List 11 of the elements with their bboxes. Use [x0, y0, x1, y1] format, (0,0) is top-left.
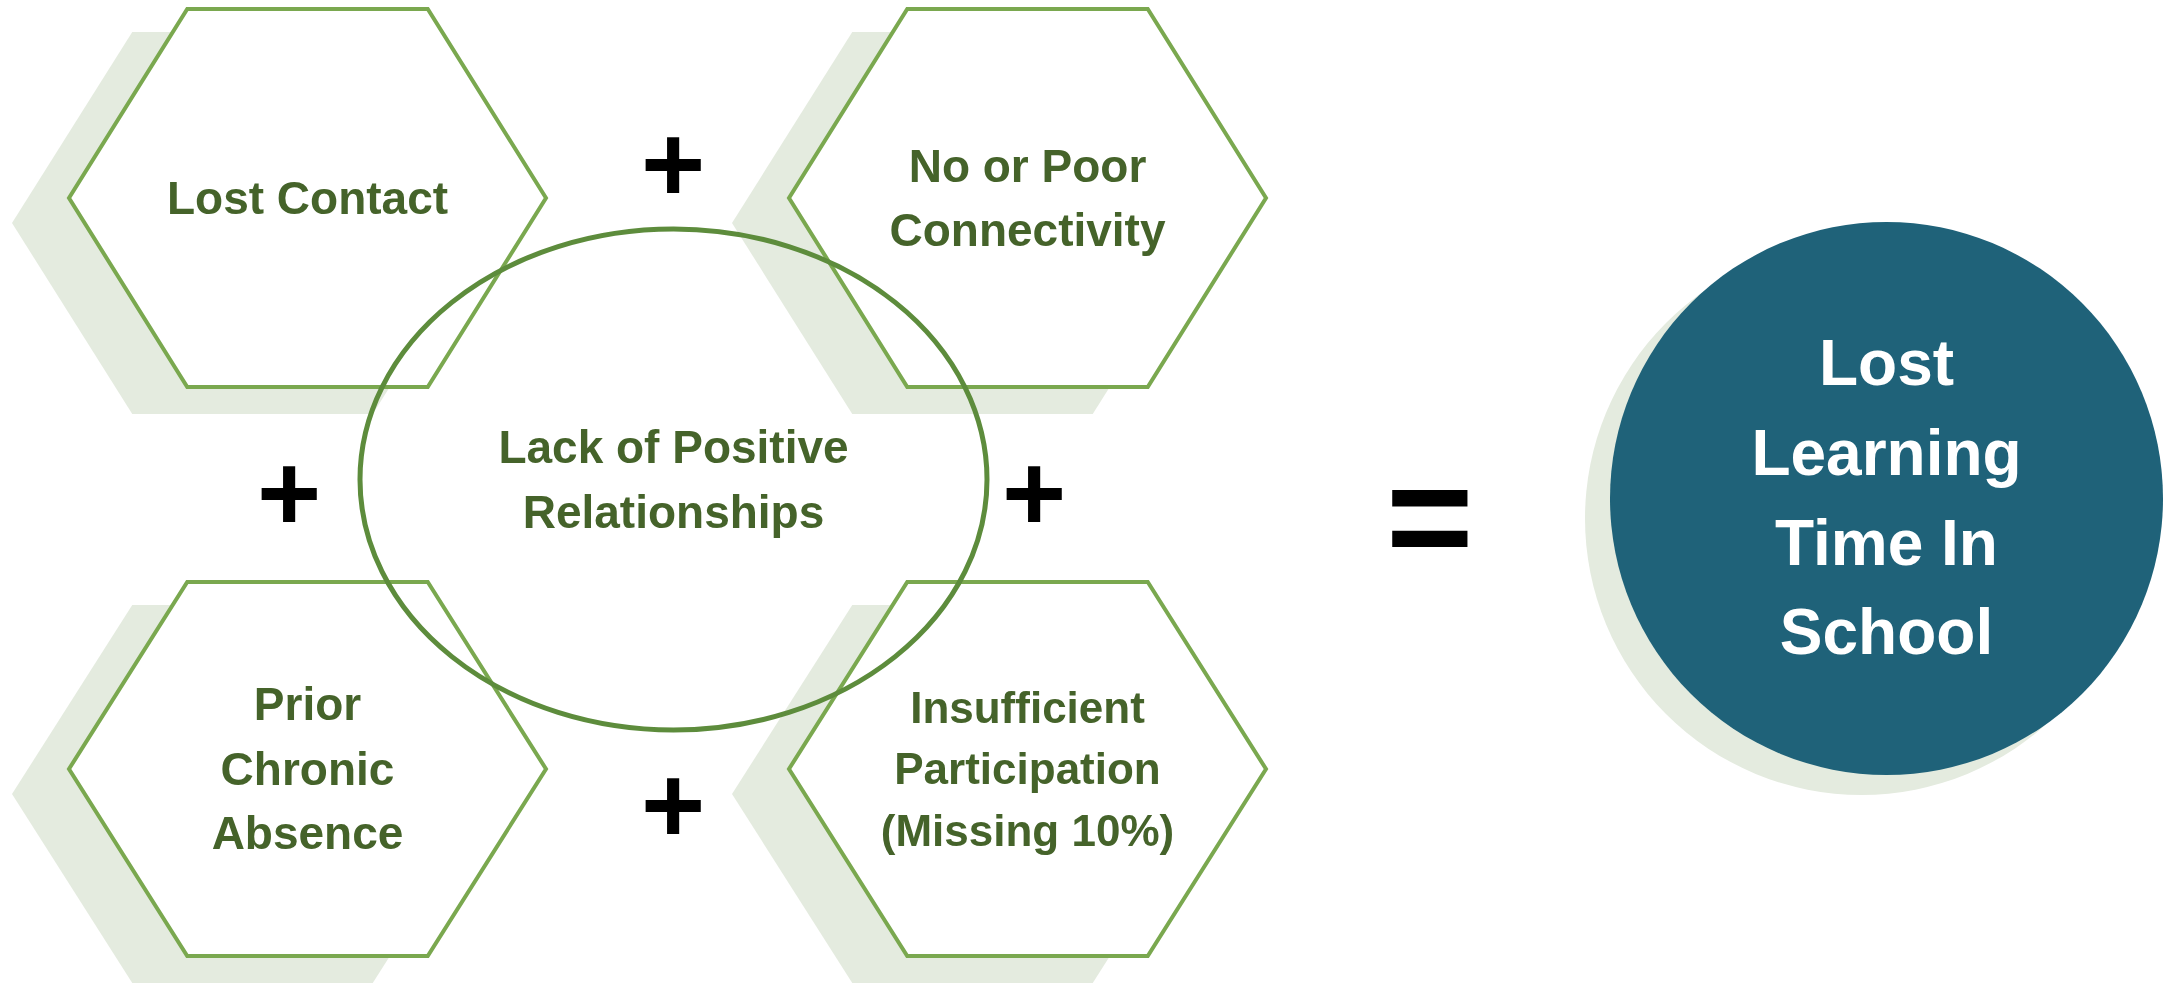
node-label: Lack of Positive Relationships	[497, 420, 850, 540]
node-label: No or Poor Connectivity	[888, 138, 1167, 258]
plus-sign: +	[641, 750, 706, 860]
plus-sign: +	[257, 438, 322, 548]
equals-sign: =	[1386, 441, 1474, 591]
plus-sign: +	[641, 109, 706, 219]
node-label: Lost Learning Time In School	[1750, 326, 2023, 671]
plus-sign: +	[1002, 438, 1067, 548]
node-label: Prior Chronic Absence	[210, 677, 405, 862]
node-label: Insufficient Participation (Missing 10%)	[879, 681, 1176, 857]
node-label: Lost Contact	[166, 170, 449, 226]
